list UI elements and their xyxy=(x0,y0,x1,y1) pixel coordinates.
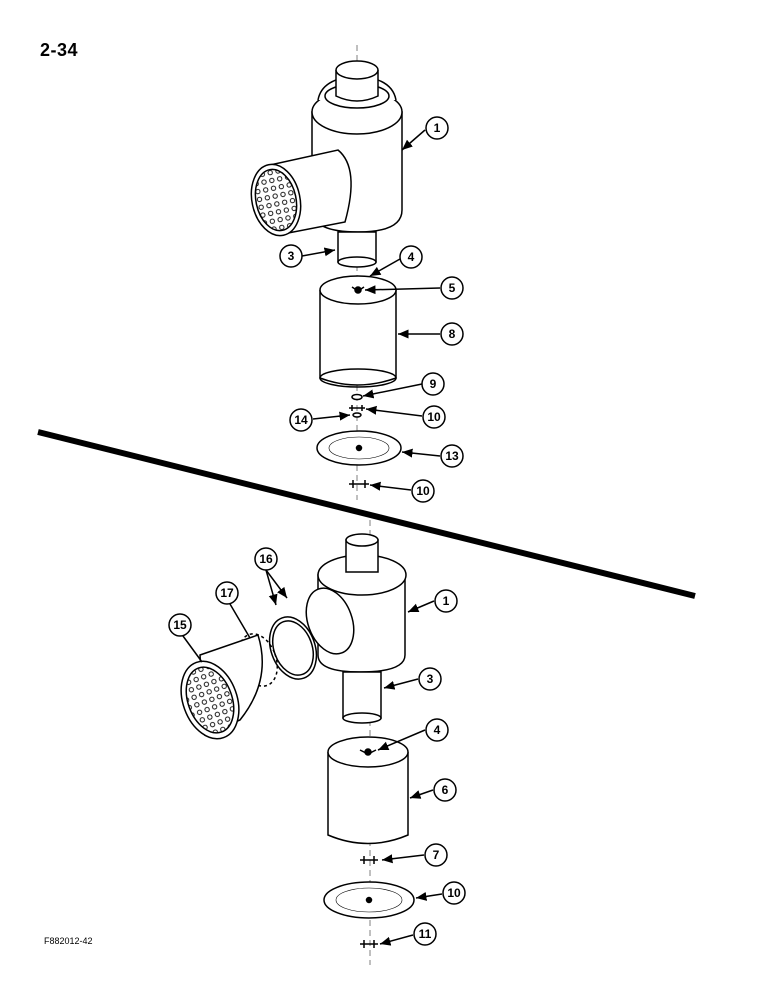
callout-circle: 15 xyxy=(168,613,192,637)
callout-circle: 4 xyxy=(425,718,449,742)
leader-upper-14 xyxy=(312,411,351,421)
callout-circle: 1 xyxy=(425,116,449,140)
callout-circle: 5 xyxy=(440,276,464,300)
callout-circle: 6 xyxy=(433,778,457,802)
callout-circle: 8 xyxy=(440,322,464,346)
callout-circle: 13 xyxy=(440,444,464,468)
svg-text:10: 10 xyxy=(447,886,461,900)
upper-callouts: 1 3 4 5 8 9 10 14 13 10 xyxy=(279,116,464,503)
leader-lower-16a xyxy=(265,569,278,606)
leader-lower-10 xyxy=(415,891,443,901)
svg-text:4: 4 xyxy=(434,723,441,737)
svg-text:6: 6 xyxy=(442,783,449,797)
upper-air-cleaner-housing xyxy=(250,60,403,268)
callout-circle: 1 xyxy=(434,589,458,613)
svg-text:9: 9 xyxy=(430,377,437,391)
callout-circle: 10 xyxy=(411,479,435,503)
svg-text:13: 13 xyxy=(445,449,459,463)
svg-text:16: 16 xyxy=(259,552,273,566)
svg-text:3: 3 xyxy=(427,672,434,686)
svg-text:15: 15 xyxy=(173,618,187,632)
upper-filter-element xyxy=(319,275,397,418)
leader-lower-4 xyxy=(377,729,426,751)
leader-upper-10b xyxy=(369,481,412,491)
svg-text:4: 4 xyxy=(408,250,415,264)
leader-lower-17 xyxy=(229,603,251,639)
leader-lower-6 xyxy=(409,789,434,799)
svg-text:14: 14 xyxy=(294,413,308,427)
callout-circle: 11 xyxy=(413,922,437,946)
svg-text:10: 10 xyxy=(427,410,441,424)
leader-upper-3 xyxy=(301,247,336,257)
leader-lower-7 xyxy=(381,854,425,864)
leader-lower-3 xyxy=(383,678,419,690)
page-number: 2-34 xyxy=(40,40,79,60)
upper-cover-disc xyxy=(316,430,402,488)
svg-text:10: 10 xyxy=(416,484,430,498)
leader-lower-15 xyxy=(182,635,203,663)
callout-circle: 14 xyxy=(289,408,313,432)
section-divider xyxy=(37,429,696,599)
callout-circle: 3 xyxy=(279,244,303,268)
leader-lower-11 xyxy=(379,934,414,946)
callout-circle: 7 xyxy=(424,843,448,867)
lower-cover-disc xyxy=(323,881,415,948)
lower-inlet-assembly xyxy=(180,616,318,740)
callout-circle: 10 xyxy=(422,405,446,429)
svg-text:8: 8 xyxy=(449,327,456,341)
figure-code: F882012-42 xyxy=(44,936,93,946)
svg-text:11: 11 xyxy=(419,927,432,941)
lower-air-cleaner-housing xyxy=(305,533,407,724)
callout-circle: 10 xyxy=(442,881,466,905)
svg-text:1: 1 xyxy=(434,121,441,135)
callout-circle: 3 xyxy=(418,667,442,691)
svg-text:5: 5 xyxy=(449,281,456,295)
leader-upper-13 xyxy=(401,448,441,458)
leader-upper-4 xyxy=(369,258,401,277)
leader-lower-16b xyxy=(265,569,288,599)
leader-upper-10a xyxy=(365,405,423,417)
leader-upper-9 xyxy=(362,383,423,399)
svg-text:17: 17 xyxy=(220,586,234,600)
callout-circle: 9 xyxy=(421,372,445,396)
lower-filter-element xyxy=(327,736,409,864)
callout-circle: 4 xyxy=(399,245,423,269)
svg-text:1: 1 xyxy=(443,594,450,608)
svg-text:3: 3 xyxy=(288,249,295,263)
leader-upper-5 xyxy=(364,285,441,295)
callout-circle: 16 xyxy=(254,547,278,571)
svg-text:7: 7 xyxy=(433,848,440,862)
callout-circle: 17 xyxy=(215,581,239,605)
leader-upper-1 xyxy=(401,129,426,151)
lower-callouts: 16 17 15 1 3 4 6 7 10 11 xyxy=(168,547,466,946)
leader-lower-1 xyxy=(407,600,435,613)
